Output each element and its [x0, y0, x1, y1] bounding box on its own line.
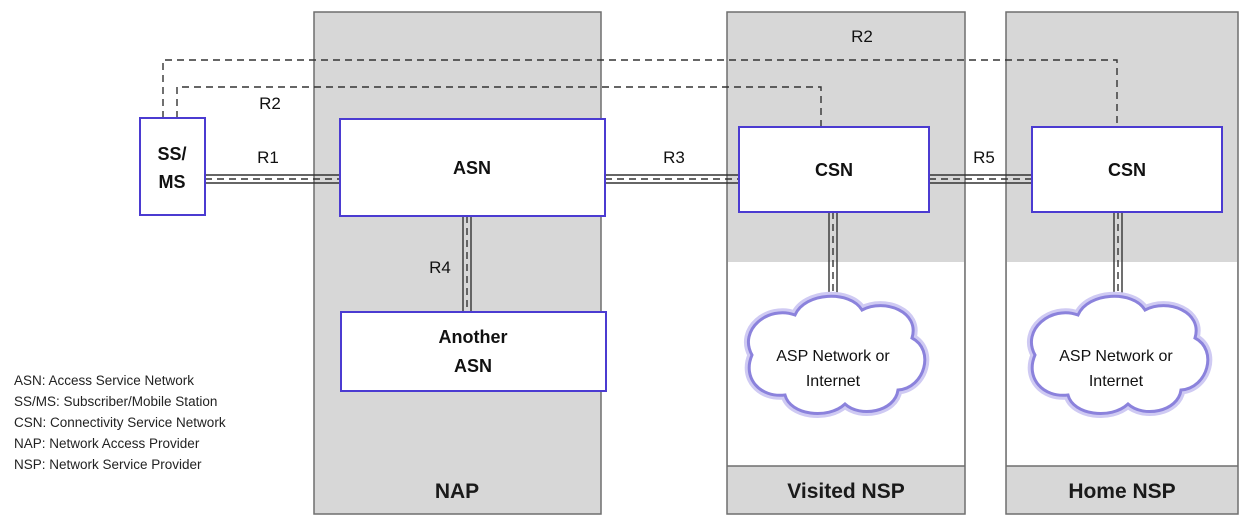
visited-nsp-label: Visited NSP [787, 480, 905, 503]
visited-cloud-label-line-2: Internet [806, 373, 861, 390]
r5-label: R5 [973, 148, 995, 167]
r3-link [605, 174, 739, 184]
ss-ms-box: SS/ MS [139, 117, 206, 216]
home-asp-cloud: ASP Network or Internet [1027, 291, 1213, 418]
r1-link [205, 174, 340, 184]
home-cloud-label-line-2: Internet [1089, 373, 1144, 390]
r5-link [929, 174, 1032, 184]
visited-csn-label: CSN [815, 160, 853, 180]
home-csn-cloud-link [1113, 212, 1123, 305]
ss-ms-label-line-2: MS [159, 172, 186, 192]
another-asn-label-line-2: ASN [454, 356, 492, 376]
visited-asp-cloud: ASP Network or Internet [744, 291, 930, 418]
visited-csn-cloud-link [828, 212, 838, 305]
visited-cloud-label-line-1: ASP Network or [776, 348, 890, 365]
ss-ms-label-line-1: SS/ [157, 144, 186, 164]
r2-inner-link [176, 86, 822, 127]
legend-line-ss-ms: SS/MS: Subscriber/Mobile Station [14, 394, 217, 409]
home-csn-box: CSN [1031, 126, 1223, 213]
legend: ASN: Access Service Network SS/MS: Subsc… [14, 373, 226, 472]
visited-csn-box: CSN [738, 126, 930, 213]
legend-line-csn: CSN: Connectivity Service Network [14, 415, 226, 430]
r4-link [462, 216, 472, 312]
nap-region: NAP [313, 11, 602, 515]
legend-line-nap: NAP: Network Access Provider [14, 436, 200, 451]
r1-label: R1 [257, 148, 279, 167]
r3-label: R3 [663, 148, 685, 167]
home-csn-label: CSN [1108, 160, 1146, 180]
r4-label: R4 [429, 258, 451, 277]
r2-inner-label: R2 [259, 94, 281, 113]
another-asn-box: Another ASN [340, 311, 607, 392]
asn-label: ASN [453, 158, 491, 178]
another-asn-label-line-1: Another [439, 327, 508, 347]
home-cloud-label-line-1: ASP Network or [1059, 348, 1173, 365]
r2-outer-label: R2 [851, 27, 873, 46]
r2-outer-link [162, 59, 1118, 127]
legend-line-asn: ASN: Access Service Network [14, 373, 194, 388]
nap-label: NAP [435, 480, 479, 503]
home-nsp-label: Home NSP [1068, 480, 1175, 503]
asn-box: ASN [339, 118, 606, 217]
legend-line-nsp: NSP: Network Service Provider [14, 457, 202, 472]
